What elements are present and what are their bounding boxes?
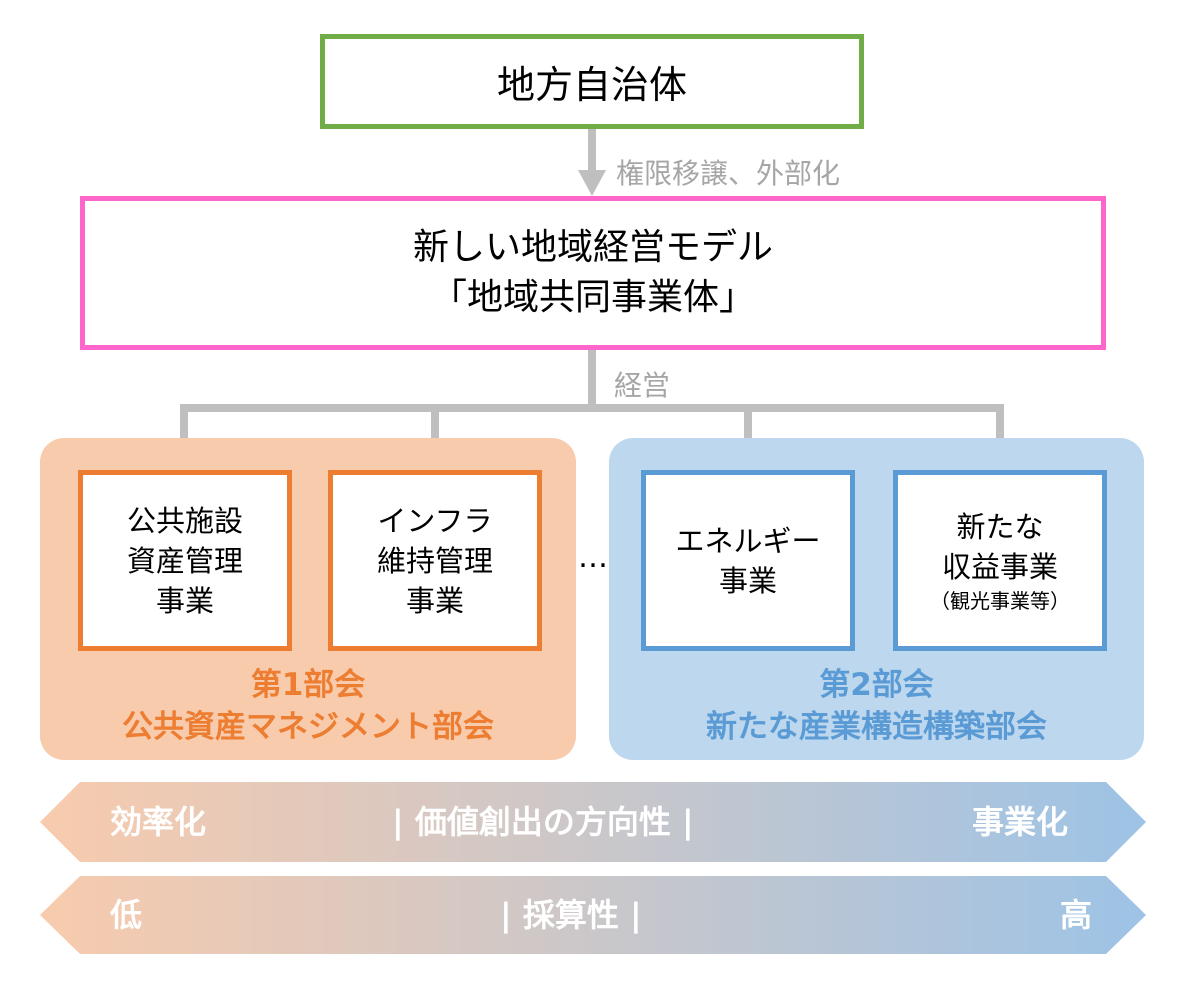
arrow-2-right-label: 高 bbox=[1060, 896, 1093, 934]
arrow-1-right-label: 事業化 bbox=[972, 803, 1069, 841]
panel-1-subtitle: 公共資産マネジメント部会 bbox=[122, 709, 494, 745]
panel-2-name: 第2部会 bbox=[819, 667, 934, 703]
top-box-local-government: 地方自治体 bbox=[320, 34, 864, 129]
double-arrow-1 bbox=[40, 782, 1146, 862]
link-label-delegation: 権限移譲、外部化 bbox=[616, 157, 841, 190]
panel-1-name: 第1部会 bbox=[250, 667, 366, 703]
item-note: （観光事業等） bbox=[930, 588, 1070, 613]
connector-model-down bbox=[588, 350, 596, 410]
panel-2-subtitle: 新たな産業構造構築部会 bbox=[706, 709, 1047, 745]
panel-1-title: 第1部会 公共資産マネジメント部会 bbox=[40, 664, 576, 748]
item-energy: エネルギー 事業 bbox=[641, 470, 855, 651]
item-line: インフラ bbox=[377, 503, 493, 538]
model-title: 新しい地域経営モデル bbox=[412, 227, 773, 268]
item-new-revenue: 新たな 収益事業 （観光事業等） bbox=[893, 470, 1107, 651]
item-line: 公共施設 bbox=[126, 503, 243, 538]
item-infrastructure: インフラ 維持管理 事業 bbox=[328, 470, 542, 651]
link-label-management: 経営 bbox=[614, 369, 671, 402]
arrow-1-center-text: 価値創出の方向性 bbox=[414, 803, 671, 841]
arrow-2-left-label: 低 bbox=[110, 896, 143, 934]
model-box-regional-consortium: 新しい地域経営モデル 「地域共同事業体」 bbox=[80, 196, 1106, 350]
connector-horizontal-bar bbox=[180, 404, 1004, 412]
item-line: エネルギー bbox=[675, 523, 821, 558]
arrow-2-center-text: 採算性 bbox=[522, 896, 619, 934]
arrow-down-icon bbox=[578, 170, 606, 196]
arrow-1-center-label: | 価値創出の方向性 | bbox=[392, 803, 694, 841]
item-line: 事業 bbox=[405, 583, 464, 618]
item-line: 新たな bbox=[956, 509, 1044, 544]
connector-top-to-model bbox=[588, 129, 596, 173]
item-line: 維持管理 bbox=[376, 543, 493, 578]
item-line: 資産管理 bbox=[126, 543, 243, 578]
panel-2-title: 第2部会 新たな産業構造構築部会 bbox=[609, 664, 1144, 748]
arrow-2-center-label: | 採算性 | bbox=[500, 896, 642, 934]
model-subtitle: 「地域共同事業体」 bbox=[430, 277, 755, 318]
item-line: 収益事業 bbox=[941, 549, 1058, 584]
ellipsis: … bbox=[578, 540, 608, 575]
item-public-facility: 公共施設 資産管理 事業 bbox=[78, 470, 292, 651]
arrow-1-left-label: 効率化 bbox=[110, 803, 207, 841]
top-box-label: 地方自治体 bbox=[496, 63, 687, 107]
item-line: 事業 bbox=[155, 583, 214, 618]
double-arrow-2 bbox=[40, 876, 1146, 954]
item-line: 事業 bbox=[718, 563, 777, 598]
